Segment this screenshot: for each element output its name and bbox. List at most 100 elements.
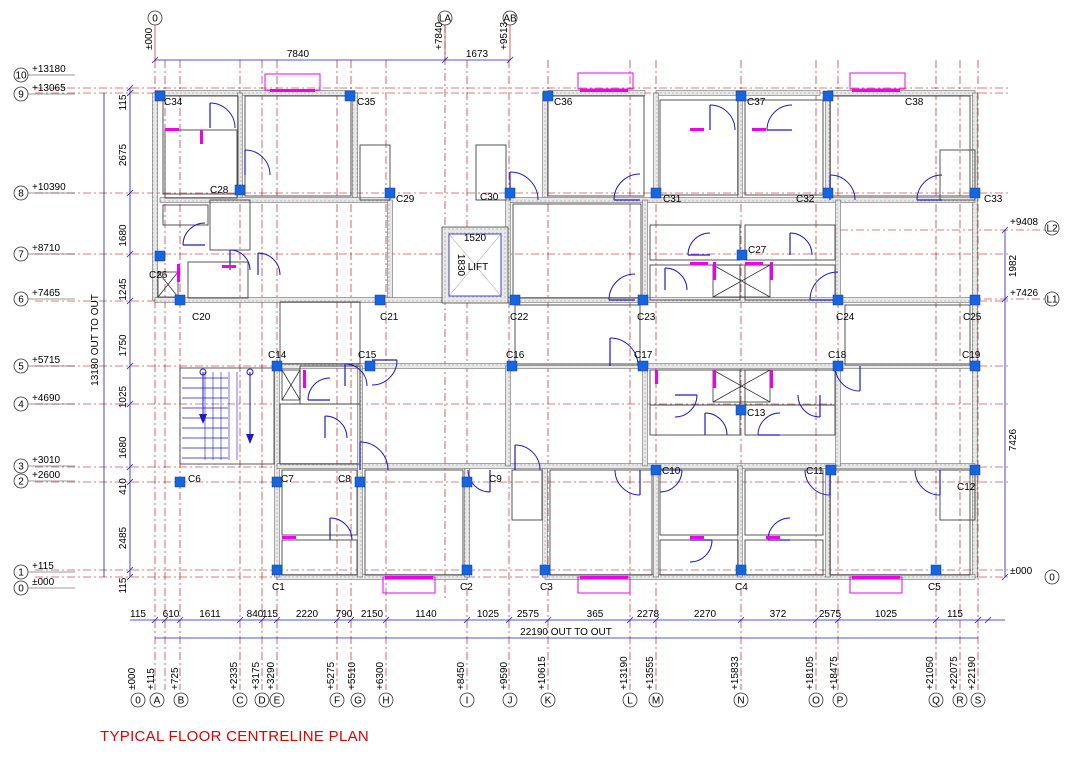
window xyxy=(382,576,436,594)
column-c5: C5 xyxy=(928,564,942,593)
dimension-tick xyxy=(463,616,471,624)
dimension-tick xyxy=(126,84,134,92)
dimension-tick xyxy=(126,89,134,97)
bottom-dimension-label: 1025 xyxy=(875,609,898,620)
axis-coordinate: +7840 xyxy=(434,21,445,50)
duct-shaft xyxy=(157,271,179,298)
column-c15: C15 xyxy=(358,350,377,372)
wall-segment xyxy=(387,199,393,301)
door-swing-arc xyxy=(609,337,639,367)
duct-shaft xyxy=(712,264,771,298)
door xyxy=(704,412,728,436)
axis-bubble xyxy=(254,692,270,708)
door xyxy=(329,517,353,541)
column-label: C21 xyxy=(380,312,399,323)
door xyxy=(914,469,941,496)
bottom-axis-marker: C+2335 xyxy=(229,661,248,708)
bottom-total-label: 22190 OUT TO OUT xyxy=(520,627,612,638)
column-c2: C2 xyxy=(460,564,473,593)
left-axis-marker: 3+3010 xyxy=(13,455,75,474)
dimension-tick xyxy=(1001,295,1009,303)
window-opening xyxy=(852,89,900,92)
column-c30: C30 xyxy=(480,187,516,203)
axis-coordinate: +5715 xyxy=(32,355,61,366)
door-swing-arc xyxy=(514,444,541,471)
bottom-axis-marker: G+5510 xyxy=(347,661,366,708)
window-opening xyxy=(690,262,708,265)
axis-id: K xyxy=(545,696,552,707)
window-opening xyxy=(270,89,315,92)
axis-coordinate: +7465 xyxy=(32,288,61,299)
axis-id: I xyxy=(466,696,469,707)
column-label: C35 xyxy=(357,97,376,108)
door-swing-arc xyxy=(307,377,331,401)
door xyxy=(244,149,271,176)
axis-bubble xyxy=(540,692,556,708)
window xyxy=(303,370,306,388)
axis-bubble xyxy=(733,692,749,708)
window xyxy=(770,370,773,388)
bottom-dimension-label: 1611 xyxy=(199,609,221,620)
door-swing-arc xyxy=(687,232,711,256)
axis-id: J xyxy=(508,696,513,707)
door-swing-arc xyxy=(704,412,728,436)
bottom-axis-marker: H+6300 xyxy=(375,661,394,708)
column-marker xyxy=(509,294,521,306)
door xyxy=(182,222,206,246)
dimension-tick xyxy=(812,616,820,624)
axis-id: 2 xyxy=(18,477,24,488)
axis-coordinate: +9513 xyxy=(499,21,510,50)
axis-id: H xyxy=(382,696,389,707)
door-swing-arc xyxy=(664,267,688,291)
column-label: C18 xyxy=(828,350,847,361)
dimension-tick xyxy=(984,616,992,624)
axis-id: P xyxy=(837,696,844,707)
column-label: C11 xyxy=(806,466,824,477)
axis-coordinate: +9408 xyxy=(1010,217,1039,228)
window-opening xyxy=(690,128,704,131)
dimension-tick xyxy=(834,616,842,624)
top-dimension-label: 7840 xyxy=(287,49,310,60)
doors xyxy=(182,102,943,563)
room-outline xyxy=(659,469,739,536)
column-marker xyxy=(735,404,747,416)
axis-coordinate: +115 xyxy=(32,561,54,572)
room-outline xyxy=(162,204,209,226)
column-label: C15 xyxy=(358,350,377,361)
axis-id: A xyxy=(154,696,161,707)
axis-id: L xyxy=(627,696,633,707)
axis-bubble xyxy=(952,692,968,708)
axis-id: 0 xyxy=(1049,573,1055,584)
plan-title: TYPICAL FLOOR CENTRELINE PLAN xyxy=(100,728,369,745)
door xyxy=(209,102,236,129)
dimension-tick xyxy=(932,616,940,624)
dimension-tick xyxy=(1001,226,1009,234)
axis-coordinate: +13180 xyxy=(32,64,66,75)
window xyxy=(745,262,763,265)
door-swing-arc xyxy=(689,539,713,563)
wall-segment xyxy=(279,363,976,369)
wall-segment xyxy=(276,463,976,469)
bottom-dimension-label: 840 xyxy=(247,609,264,620)
top-axis-marker: LA+7840 xyxy=(434,10,453,60)
column-marker xyxy=(736,249,748,261)
window-opening xyxy=(770,262,773,280)
bottom-axis-marker: E+3290 xyxy=(266,661,285,708)
bottom-dimension-label: 610 xyxy=(163,609,180,620)
door-swing-arc xyxy=(244,149,271,176)
dimension-tick xyxy=(151,616,159,624)
axis-id: G xyxy=(354,696,362,707)
bottom-axis-marker: K+10615 xyxy=(537,656,556,708)
window-opening xyxy=(222,265,236,268)
axis-coordinate: +18105 xyxy=(805,656,816,690)
column-marker xyxy=(637,360,649,372)
door-swing-arc xyxy=(324,415,348,439)
column-marker xyxy=(506,360,518,372)
door xyxy=(467,469,491,493)
column-label: C32 xyxy=(796,194,815,205)
room-outline xyxy=(162,95,239,195)
left-dimension-label: 1245 xyxy=(118,278,129,301)
axis-bubble xyxy=(928,692,944,708)
axis-id: 0 xyxy=(18,584,24,595)
bottom-dimension-label: 115 xyxy=(130,609,146,620)
